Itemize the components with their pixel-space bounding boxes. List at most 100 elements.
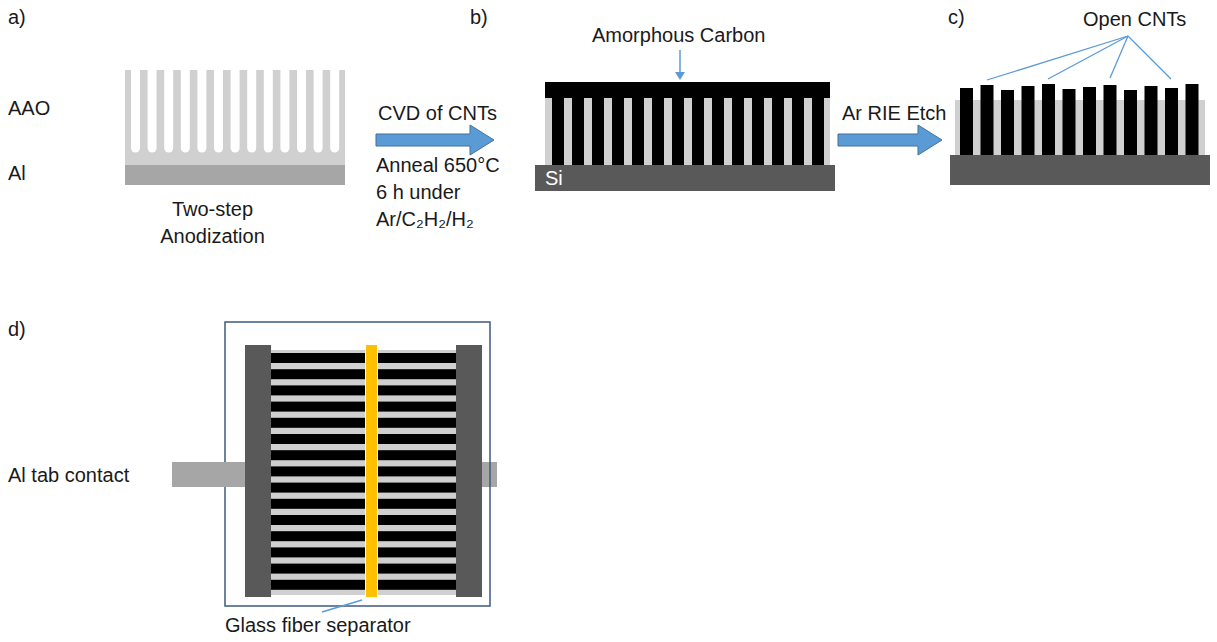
carbon-nanotube	[378, 483, 456, 493]
si-substrate: Si	[535, 165, 835, 191]
carbon-nanotube	[712, 95, 724, 165]
leader-line	[1048, 36, 1128, 79]
carbon-nanotube	[592, 95, 604, 165]
layer-label: Si	[545, 166, 825, 190]
open-carbon-nanotube	[981, 85, 994, 155]
carbon-nanotube	[378, 531, 456, 541]
aao-pore	[247, 70, 256, 153]
carbon-nanotube	[271, 402, 365, 412]
amorphous-carbon-layer	[545, 82, 830, 98]
open-carbon-nanotube	[1042, 84, 1055, 155]
carbon-nanotube	[552, 95, 564, 165]
carbon-nanotube	[271, 369, 365, 379]
panel-letter: c)	[948, 4, 965, 31]
carbon-nanotube	[271, 418, 365, 428]
process-step: CVD of CNTs	[378, 100, 497, 127]
carbon-nanotube	[378, 580, 456, 590]
glass-fiber-separator	[366, 345, 377, 597]
carbon-nanotube	[378, 564, 456, 574]
aao-pore	[164, 70, 173, 153]
aao-pore	[131, 70, 140, 153]
aao-layer	[125, 70, 345, 165]
cnt-electrode	[271, 350, 365, 595]
carbon-nanotube	[378, 385, 456, 395]
leader-line	[679, 50, 681, 74]
leader-arrowhead	[675, 72, 685, 80]
carbon-nanotube	[652, 95, 664, 165]
carbon-nanotube	[271, 385, 365, 395]
panel-letter: a)	[8, 4, 26, 31]
carbon-nanotube	[378, 418, 456, 428]
carbon-nanotube	[792, 95, 804, 165]
process-arrow	[376, 125, 494, 155]
carbon-nanotube	[612, 95, 624, 165]
callout-label: Amorphous Carbon	[592, 22, 765, 49]
carbon-nanotube	[271, 483, 365, 493]
carbon-nanotube	[572, 95, 584, 165]
si-substrate	[950, 155, 1210, 185]
current-collector-plate	[456, 345, 482, 597]
open-carbon-nanotube	[1186, 84, 1199, 155]
carbon-nanotube	[752, 95, 764, 165]
open-carbon-nanotube	[1022, 86, 1035, 155]
layer-label: Al	[8, 160, 26, 187]
leader-line	[322, 600, 362, 612]
current-collector-plate	[245, 345, 271, 597]
open-carbon-nanotube	[1083, 87, 1096, 155]
carbon-nanotube	[378, 353, 456, 363]
al-tab	[172, 462, 245, 487]
carbon-nanotube	[378, 499, 456, 509]
aao-pore	[264, 70, 273, 153]
carbon-nanotube	[271, 515, 365, 525]
carbon-nanotube	[271, 564, 365, 574]
leader-line	[1128, 36, 1171, 79]
panel-letter: d)	[8, 316, 26, 343]
open-carbon-nanotube	[960, 88, 973, 155]
callout-label: Glass fiber separator	[225, 612, 411, 639]
leader-line	[987, 36, 1128, 80]
process-step: Ar RIE Etch	[842, 100, 946, 127]
carbon-nanotube	[271, 434, 365, 444]
carbon-nanotube	[271, 499, 365, 509]
aao-layer	[545, 95, 830, 165]
open-carbon-nanotube	[1124, 90, 1137, 155]
callout-label: Open CNTs	[1083, 6, 1186, 33]
process-step: Two-step Anodization	[145, 196, 280, 250]
aao-pore	[330, 70, 339, 153]
carbon-nanotube	[632, 95, 644, 165]
carbon-nanotube	[772, 95, 784, 165]
process-arrow	[838, 125, 942, 155]
carbon-nanotube	[812, 95, 824, 165]
carbon-nanotube	[378, 547, 456, 557]
open-carbon-nanotube	[1165, 88, 1178, 155]
open-carbon-nanotube	[1063, 89, 1076, 155]
carbon-nanotube	[271, 547, 365, 557]
aao-pore	[297, 70, 306, 153]
cnt-electrode	[378, 350, 456, 595]
carbon-nanotube	[378, 434, 456, 444]
carbon-nanotube	[378, 369, 456, 379]
carbon-nanotube	[271, 580, 365, 590]
aao-pore	[148, 70, 157, 153]
carbon-nanotube	[378, 466, 456, 476]
carbon-nanotube	[271, 531, 365, 541]
layer-label: AAO	[8, 95, 50, 122]
carbon-nanotube	[271, 353, 365, 363]
al-layer	[125, 165, 345, 185]
part-label: Al tab contact	[8, 462, 129, 489]
carbon-nanotube	[672, 95, 684, 165]
aao-pore	[181, 70, 190, 153]
aao-pore	[214, 70, 223, 153]
open-carbon-nanotube	[1145, 86, 1158, 155]
open-carbon-nanotube	[1001, 90, 1014, 155]
carbon-nanotube	[378, 515, 456, 525]
process-condition: Anneal 650°C 6 h under Ar/C₂H₂/H₂	[376, 152, 516, 233]
open-carbon-nanotube	[1104, 85, 1117, 155]
carbon-nanotube	[271, 466, 365, 476]
aao-pore	[280, 70, 289, 153]
carbon-nanotube	[732, 95, 744, 165]
panel-letter: b)	[470, 4, 488, 31]
carbon-nanotube	[378, 402, 456, 412]
carbon-nanotube	[692, 95, 704, 165]
